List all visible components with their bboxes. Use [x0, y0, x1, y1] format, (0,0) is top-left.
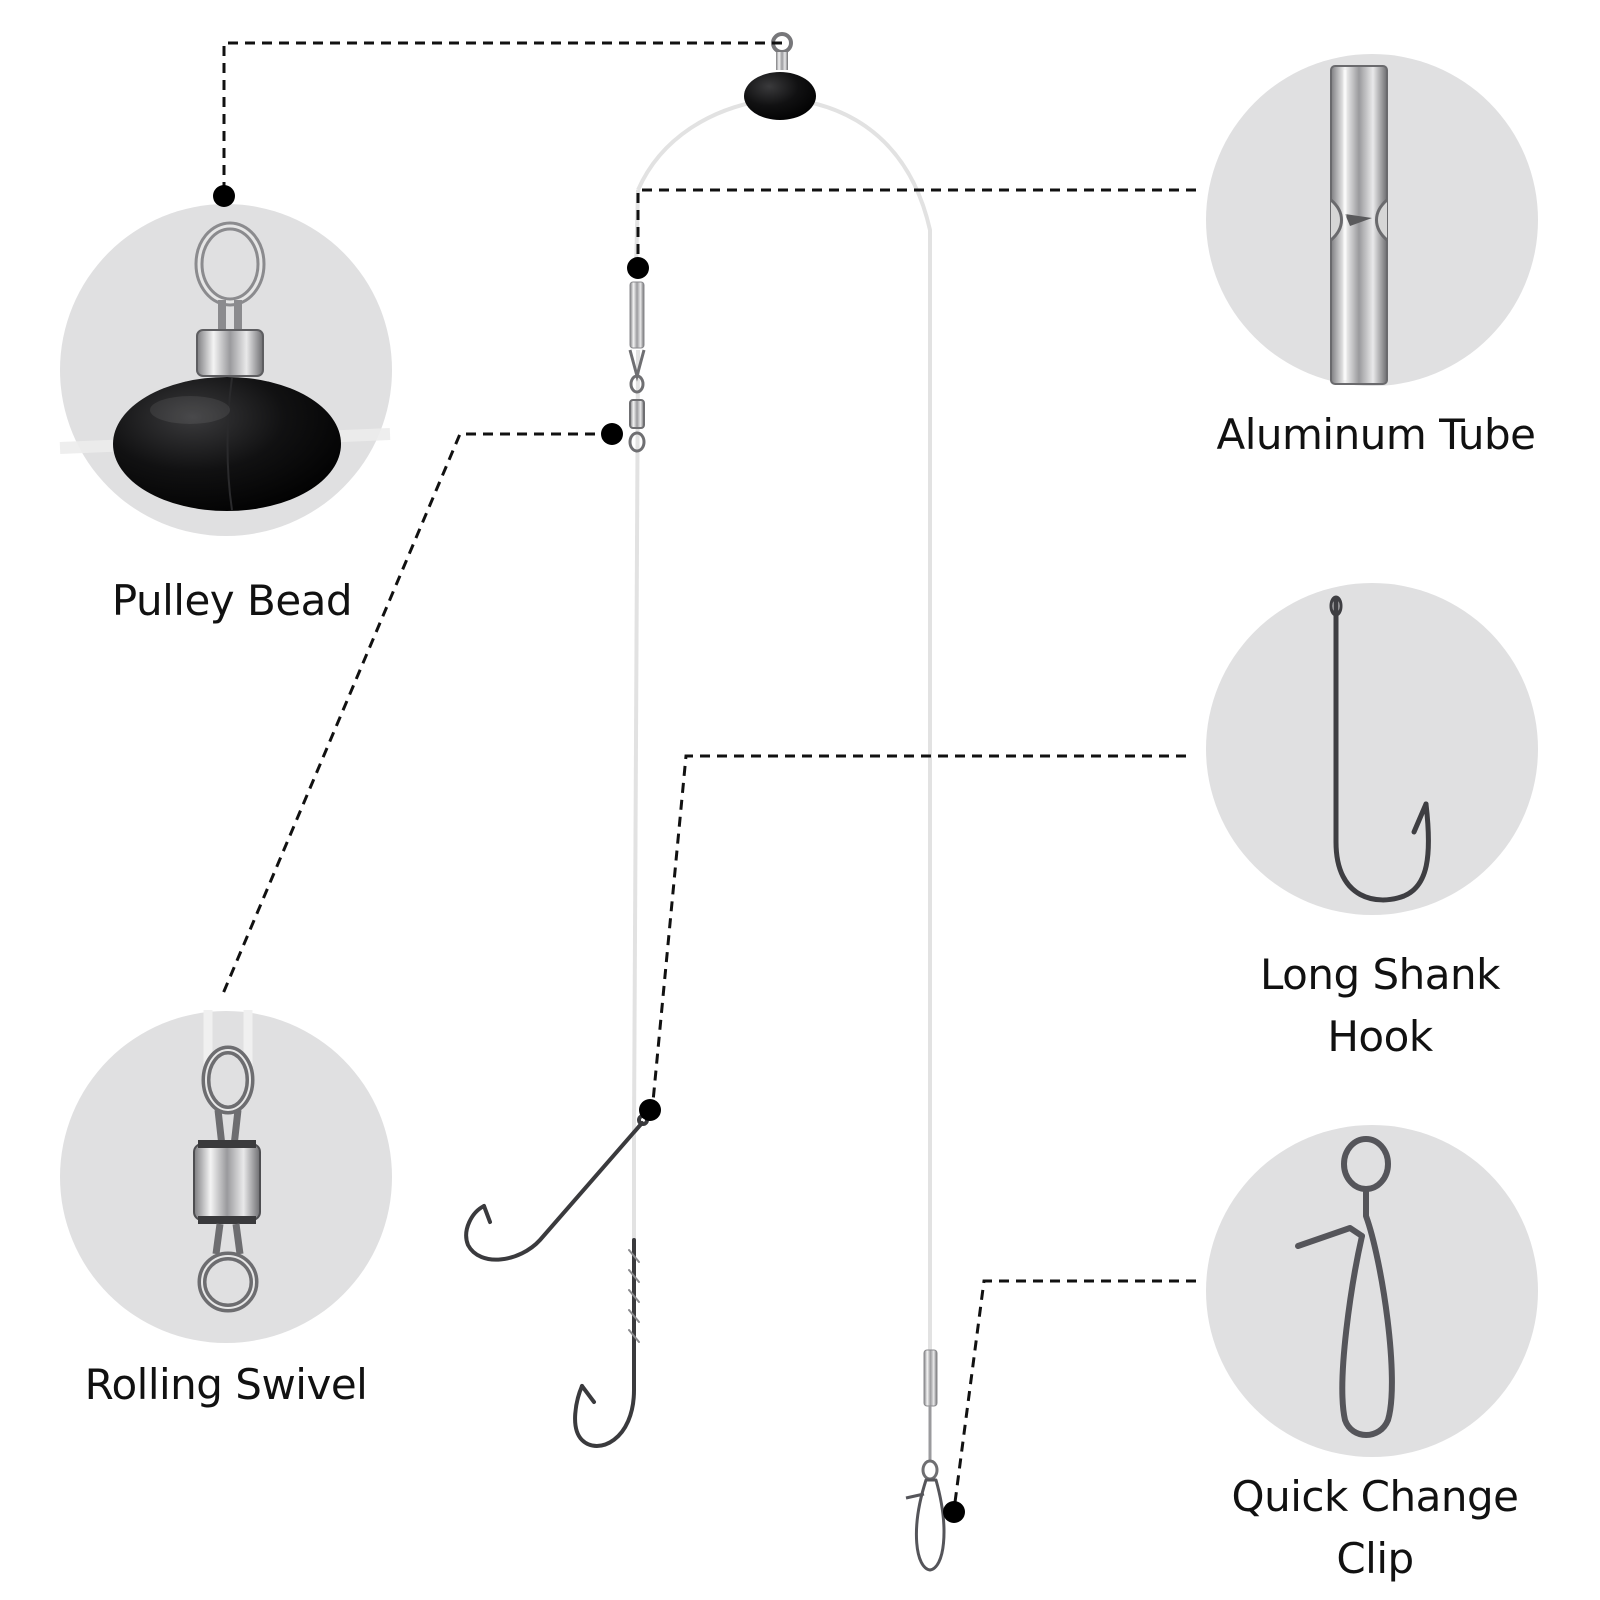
- dot-aluminum-tube: [627, 257, 649, 279]
- main-fishing-line: [632, 95, 932, 1350]
- aluminum-tube-label: Aluminum Tube: [1216, 410, 1537, 459]
- bottom-hook-on-line: [573, 1238, 640, 1448]
- dot-pulley-bead: [213, 185, 235, 207]
- aluminum-tube-detail: [1329, 65, 1389, 385]
- quick-change-clip-circle: [1206, 1125, 1538, 1457]
- rolling-swivel-detail: [193, 1010, 261, 1313]
- long-shank-hook-on-line: [464, 1114, 649, 1262]
- quick-change-clip-label-line2: Clip: [1336, 1534, 1414, 1583]
- quick-change-clip-detail: [1295, 1136, 1395, 1438]
- rolling-swivel-on-line: [628, 349, 646, 453]
- leader-lines: [220, 41, 1196, 1511]
- quick-change-clip-label: Quick Change Clip: [1190, 1466, 1560, 1590]
- dot-quick-change-clip: [943, 1501, 965, 1523]
- long-shank-hook-label-line1: Long Shank: [1260, 950, 1500, 999]
- leader-dots: [213, 185, 965, 1523]
- leader-line-pulley-bead: [222, 41, 782, 196]
- leader-line-aluminum-tube: [636, 188, 1196, 268]
- long-shank-hook-label: Long Shank Hook: [1210, 944, 1550, 1068]
- quick-change-clip-label-line1: Quick Change: [1231, 1472, 1519, 1521]
- long-shank-hook-label-line2: Hook: [1327, 1012, 1433, 1061]
- quick-change-clip-on-line: [905, 1349, 946, 1572]
- leader-line-quick-change-clip: [952, 1279, 1196, 1511]
- long-shank-hook-circle: [1206, 583, 1538, 915]
- pulley-bead-label: Pulley Bead: [111, 576, 353, 625]
- pulley-bead-on-line: [744, 32, 816, 120]
- long-shank-hook-detail: [1329, 595, 1431, 903]
- aluminum-tube-on-line: [629, 281, 645, 349]
- dot-rolling-swivel: [601, 423, 623, 445]
- pulley-bead-detail: [59, 221, 391, 511]
- leader-line-long-shank-hook: [650, 754, 1186, 1113]
- rolling-swivel-label: Rolling Swivel: [84, 1360, 368, 1409]
- dot-long-shank-hook: [639, 1099, 661, 1121]
